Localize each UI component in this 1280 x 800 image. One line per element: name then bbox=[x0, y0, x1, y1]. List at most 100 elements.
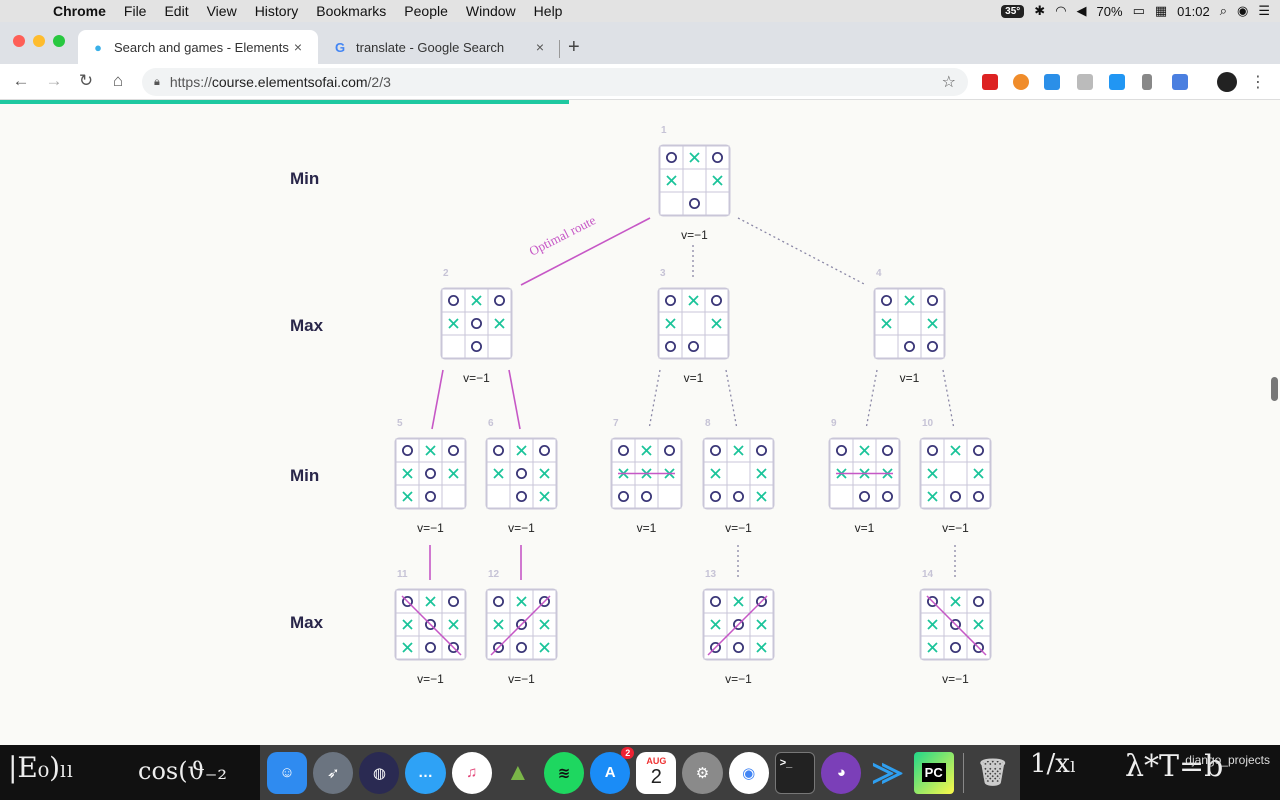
node-value: v=1 bbox=[684, 371, 704, 385]
vscode-icon[interactable]: ⨠ bbox=[872, 756, 903, 787]
menu-app-name[interactable]: Chrome bbox=[53, 3, 106, 19]
window-close-button[interactable] bbox=[13, 35, 25, 47]
o-mark bbox=[710, 595, 722, 607]
menu-view[interactable]: View bbox=[206, 3, 237, 19]
extension-translate-icon[interactable] bbox=[1172, 74, 1188, 90]
google-favicon-icon: G bbox=[334, 39, 346, 55]
reload-icon[interactable]: ↻ bbox=[78, 71, 94, 90]
home-icon[interactable]: ⌂ bbox=[112, 71, 124, 90]
window-zoom-button[interactable] bbox=[53, 35, 65, 47]
node-number: 1 bbox=[661, 125, 667, 136]
calendar-icon[interactable]: AUG 2 bbox=[636, 751, 677, 794]
desktop-folder-label[interactable]: django_projects bbox=[1185, 753, 1270, 767]
window-minimize-button[interactable] bbox=[33, 35, 45, 47]
x-mark bbox=[756, 619, 767, 630]
input-source-flag-icon[interactable]: ▦ bbox=[1154, 3, 1168, 18]
o-mark bbox=[882, 490, 894, 502]
notification-center-icon[interactable]: ☰ bbox=[1258, 3, 1270, 18]
tab-google-search[interactable]: G translate - Google Search × bbox=[320, 30, 560, 64]
x-mark bbox=[666, 175, 677, 186]
url-host: course.elementsofai.com bbox=[211, 74, 368, 90]
back-arrow-icon[interactable]: ← bbox=[12, 71, 30, 90]
extension-send-icon[interactable] bbox=[1044, 74, 1060, 90]
node-value: v=−1 bbox=[508, 672, 535, 686]
o-mark bbox=[447, 642, 459, 654]
board-cell bbox=[704, 334, 729, 359]
temperature-badge[interactable]: 35° bbox=[1001, 4, 1025, 18]
tab-close-icon[interactable]: × bbox=[293, 39, 303, 55]
system-preferences-icon[interactable]: ⚙ bbox=[682, 751, 723, 794]
o-mark bbox=[756, 595, 768, 607]
menu-file[interactable]: File bbox=[123, 3, 147, 19]
bluetooth-icon[interactable]: ✱ bbox=[1034, 3, 1046, 18]
o-mark bbox=[492, 595, 504, 607]
calendar-month: AUG bbox=[646, 756, 667, 766]
chrome-menu-icon[interactable]: ⋮ bbox=[1250, 74, 1266, 91]
o-mark bbox=[516, 490, 528, 502]
chrome-icon[interactable]: ◉ bbox=[728, 751, 769, 794]
volume-icon[interactable]: ◀︎ bbox=[1076, 3, 1087, 18]
menu-window[interactable]: Window bbox=[465, 3, 516, 19]
menu-history[interactable]: History bbox=[254, 3, 299, 19]
x-mark bbox=[402, 619, 413, 630]
o-mark bbox=[689, 198, 701, 210]
o-mark bbox=[516, 642, 528, 654]
android-studio-icon[interactable]: ▲ bbox=[505, 758, 530, 786]
node-value: v=−1 bbox=[417, 672, 444, 686]
optimal-edge bbox=[431, 369, 444, 430]
battery-percent[interactable]: 70% bbox=[1096, 3, 1123, 19]
battery-icon[interactable]: ▭ bbox=[1132, 3, 1145, 18]
o-mark bbox=[516, 467, 528, 479]
wallpaper-equation-fraction: 1/xₗ bbox=[1030, 749, 1077, 779]
new-tab-button[interactable]: + bbox=[568, 36, 580, 58]
siri-menubar-icon[interactable]: ◉ bbox=[1237, 3, 1249, 18]
menu-people[interactable]: People bbox=[404, 3, 448, 19]
profile-avatar-icon[interactable] bbox=[1217, 72, 1237, 92]
o-mark bbox=[973, 444, 985, 456]
tab-close-icon[interactable]: × bbox=[535, 39, 545, 55]
tab-separator bbox=[559, 40, 560, 58]
o-mark bbox=[470, 317, 482, 329]
x-mark bbox=[494, 318, 505, 329]
finder-icon[interactable]: ☺ bbox=[267, 751, 308, 794]
url-scheme: https:// bbox=[169, 74, 212, 90]
spotify-icon[interactable]: ≋ bbox=[543, 751, 585, 794]
node-number: 4 bbox=[876, 268, 882, 279]
scrollbar-thumb[interactable] bbox=[1271, 377, 1278, 401]
x-mark bbox=[712, 175, 723, 186]
app-store-badge: 2 bbox=[621, 746, 635, 759]
menu-help[interactable]: Help bbox=[533, 3, 563, 19]
messages-icon[interactable]: … bbox=[405, 751, 446, 794]
menu-edit[interactable]: Edit bbox=[164, 3, 189, 19]
extension-eyedropper-icon[interactable] bbox=[1077, 74, 1093, 90]
node-number: 9 bbox=[831, 418, 837, 429]
extension-bookmark-icon[interactable] bbox=[1142, 74, 1152, 90]
extension-upload-icon[interactable] bbox=[1013, 74, 1029, 90]
node-value: v=−1 bbox=[508, 521, 535, 535]
forward-arrow-icon[interactable]: → bbox=[45, 71, 63, 90]
siri-icon[interactable]: ◍ bbox=[359, 751, 400, 794]
pycharm-icon[interactable]: PC bbox=[913, 751, 954, 794]
spotlight-search-icon[interactable]: ⌕ bbox=[1219, 3, 1227, 18]
trash-icon[interactable]: 🗑︎ bbox=[976, 757, 1010, 787]
x-mark bbox=[733, 596, 744, 607]
extension-tff-icon[interactable] bbox=[1109, 74, 1125, 90]
menu-bookmarks[interactable]: Bookmarks bbox=[316, 3, 387, 19]
board-cell bbox=[726, 461, 751, 486]
github-desktop-icon[interactable]: ◕ bbox=[821, 751, 862, 794]
x-mark bbox=[756, 642, 767, 653]
extension-opera-icon[interactable] bbox=[982, 74, 998, 90]
x-mark bbox=[539, 642, 550, 653]
terminal-icon[interactable]: >_ bbox=[774, 751, 816, 794]
itunes-icon[interactable]: ♫ bbox=[451, 751, 492, 794]
launchpad-icon[interactable]: ➶ bbox=[313, 751, 354, 794]
board-cell bbox=[966, 589, 991, 614]
board-cell bbox=[705, 191, 730, 216]
lock-icon[interactable]: 🔒︎ bbox=[154, 75, 160, 88]
address-bar[interactable]: 🔒︎ https:// course.elementsofai.com /2/3… bbox=[142, 68, 968, 96]
tab-elements-of-ai[interactable]: ● Search and games - Elements × bbox=[78, 30, 318, 64]
bookmark-star-icon[interactable]: ☆ bbox=[941, 74, 956, 91]
wifi-icon[interactable]: ◠ bbox=[1055, 3, 1067, 18]
menubar-clock[interactable]: 01:02 bbox=[1177, 3, 1210, 19]
